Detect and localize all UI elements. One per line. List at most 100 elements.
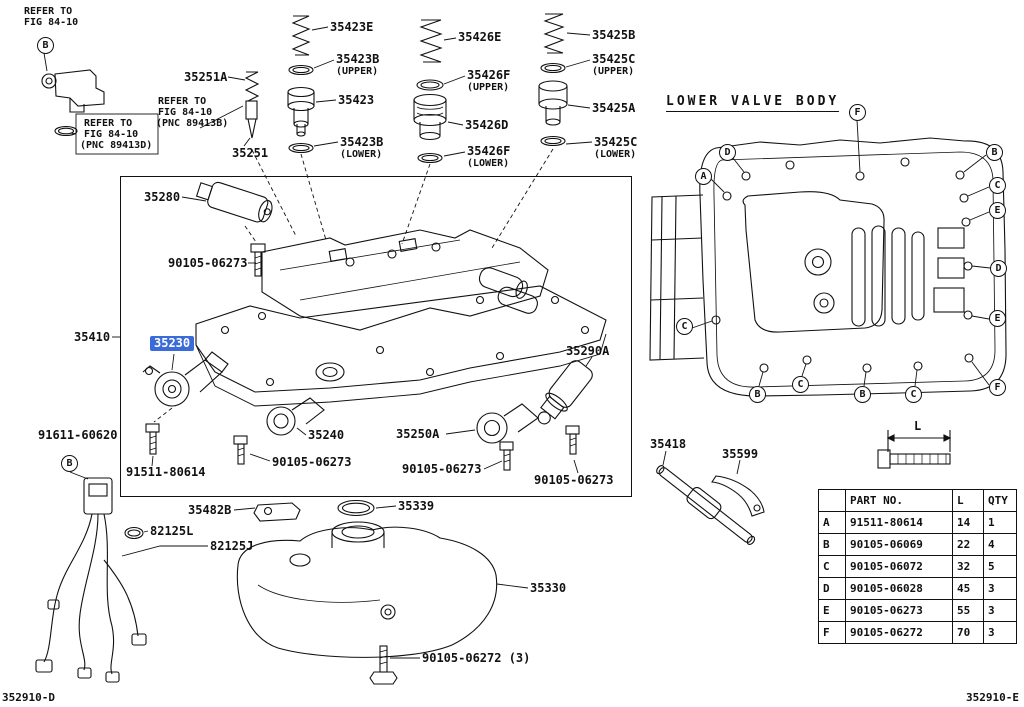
part-label-35251[interactable]: 35251 bbox=[232, 146, 269, 160]
part-label-90105-06272[interactable]: 90105-06272 (3) bbox=[422, 651, 531, 665]
valve-body-assembly-art bbox=[195, 229, 607, 407]
strainer-35330-art bbox=[236, 521, 498, 658]
part-label-91611-60620[interactable]: 91611-60620 bbox=[38, 428, 118, 442]
shaft-35418-art bbox=[656, 465, 756, 545]
table-row-e[interactable]: E 90105-06273 55 3 bbox=[818, 599, 1017, 622]
wire-harness-art bbox=[35, 477, 147, 683]
callout-c-3: C bbox=[792, 376, 809, 393]
callout-leaders bbox=[691, 119, 991, 387]
l-cell: 14 bbox=[952, 511, 984, 534]
callout-c-2: C bbox=[676, 318, 693, 335]
bracket-35599-art bbox=[711, 475, 765, 517]
table-row-d[interactable]: D 90105-06028 45 3 bbox=[818, 577, 1017, 600]
refer-note-3-line3: (PNC 89413D) bbox=[80, 140, 153, 151]
part-label-35426d[interactable]: 35426D bbox=[465, 118, 509, 132]
part-label-35426e[interactable]: 35426E bbox=[458, 30, 502, 44]
qty-cell: 4 bbox=[983, 533, 1017, 556]
bolt-art bbox=[369, 645, 398, 685]
qty-cell: 1 bbox=[983, 511, 1017, 534]
part-label-35280[interactable]: 35280 bbox=[144, 190, 181, 204]
bolt-art bbox=[145, 423, 160, 455]
spring-set-35423-art bbox=[287, 15, 315, 154]
part-label-35423b-lower[interactable]: 35423B bbox=[340, 135, 384, 149]
table-row-a[interactable]: A 91511-80614 14 1 bbox=[818, 511, 1017, 534]
part-label-35251a[interactable]: 35251A bbox=[184, 70, 228, 84]
part-sublabel-upper: (UPPER) bbox=[592, 66, 635, 77]
part-label-90105-06273-b[interactable]: 90105-06273 bbox=[272, 455, 352, 469]
leader-lines bbox=[43, 26, 741, 659]
part-label-35418[interactable]: 35418 bbox=[650, 437, 687, 451]
qty-cell: 3 bbox=[983, 577, 1017, 600]
bolt-art bbox=[250, 243, 266, 277]
ref-cell: D bbox=[818, 577, 846, 600]
spring-set-35426-art bbox=[413, 19, 447, 164]
ref-cell: E bbox=[818, 599, 846, 622]
assembly-box bbox=[120, 176, 632, 497]
part-label-35423e[interactable]: 35423E bbox=[330, 20, 374, 34]
part-label-35240[interactable]: 35240 bbox=[308, 428, 345, 442]
callout-c-4: C bbox=[905, 386, 922, 403]
ref-cell: B bbox=[818, 533, 846, 556]
part-label-35599[interactable]: 35599 bbox=[722, 447, 759, 461]
part-label-35426f-upper[interactable]: 35426F bbox=[467, 68, 511, 82]
part-label-82125l[interactable]: 82125L bbox=[150, 524, 194, 538]
table-row-b[interactable]: B 90105-06069 22 4 bbox=[818, 533, 1017, 556]
part-label-90105-06273-c[interactable]: 90105-06273 bbox=[402, 462, 482, 476]
part-label-35426f-lower[interactable]: 35426F bbox=[467, 144, 511, 158]
refer-note-2-line3: (PNC 89413B) bbox=[156, 118, 229, 129]
partno-cell: 90105-06272 bbox=[845, 621, 953, 644]
figure-code-right: 352910-E bbox=[966, 691, 1019, 704]
qty-cell: 3 bbox=[983, 621, 1017, 644]
table-header-l: L bbox=[952, 489, 984, 512]
l-cell: 32 bbox=[952, 555, 984, 578]
part-label-35290a[interactable]: 35290A bbox=[566, 344, 610, 358]
solenoid-35290a-art bbox=[537, 360, 593, 425]
refer-note-1-line2: FIG 84-10 bbox=[24, 17, 79, 28]
part-sublabel-lower: (LOWER) bbox=[467, 158, 510, 169]
part-label-35250a[interactable]: 35250A bbox=[396, 427, 440, 441]
table-row-c[interactable]: C 90105-06072 32 5 bbox=[818, 555, 1017, 578]
clamp-35482b-art bbox=[253, 502, 301, 522]
callout-e-1: E bbox=[989, 202, 1006, 219]
part-label-35425c-lower[interactable]: 35425C bbox=[594, 135, 638, 149]
table-header-ref bbox=[818, 489, 846, 512]
part-label-35423b-upper[interactable]: 35423B bbox=[336, 52, 380, 66]
partno-cell: 90105-06072 bbox=[845, 555, 953, 578]
table-header-row: PART NO. L QTY bbox=[818, 489, 1017, 512]
refer-note-1-line1: REFER TO bbox=[24, 6, 73, 17]
ref-cell: C bbox=[818, 555, 846, 578]
sensor-art bbox=[41, 69, 159, 155]
l-cell: 45 bbox=[952, 577, 984, 600]
part-label-35425b[interactable]: 35425B bbox=[592, 28, 636, 42]
solenoid-35230-art bbox=[142, 351, 229, 407]
part-label-35330[interactable]: 35330 bbox=[530, 581, 567, 595]
bolt-dimension-art bbox=[877, 430, 952, 469]
bolt-art bbox=[499, 441, 514, 471]
part-label-35339[interactable]: 35339 bbox=[398, 499, 435, 513]
table-header-qty: QTY bbox=[983, 489, 1017, 512]
callout-c-1: C bbox=[989, 177, 1006, 194]
part-label-35230-highlighted[interactable]: 35230 bbox=[150, 336, 195, 351]
partno-cell: 90105-06028 bbox=[845, 577, 953, 600]
part-label-35410[interactable]: 35410 bbox=[74, 330, 111, 344]
part-label-82125j[interactable]: 82125J bbox=[210, 539, 254, 553]
table-row-f[interactable]: F 90105-06272 70 3 bbox=[818, 621, 1017, 644]
pin-35251-art bbox=[244, 71, 260, 139]
part-label-35425c-upper[interactable]: 35425C bbox=[592, 52, 636, 66]
lower-valve-body-art bbox=[649, 137, 1007, 397]
callout-b-2: B bbox=[749, 386, 766, 403]
callout-f-2: F bbox=[989, 379, 1006, 396]
callout-b-top: B bbox=[37, 37, 54, 54]
callout-b-harness: B bbox=[61, 455, 78, 472]
part-label-35423[interactable]: 35423 bbox=[338, 93, 375, 107]
gasket-35339-art bbox=[337, 499, 375, 517]
part-label-90105-06273-d[interactable]: 90105-06273 bbox=[534, 473, 614, 487]
part-sublabel-upper: (UPPER) bbox=[336, 66, 379, 77]
parts-table: PART NO. L QTY A 91511-80614 14 1 B 9010… bbox=[818, 489, 1017, 644]
part-label-35482b[interactable]: 35482B bbox=[188, 503, 232, 517]
part-label-35425a[interactable]: 35425A bbox=[592, 101, 636, 115]
part-label-90105-06273-a[interactable]: 90105-06273 bbox=[168, 256, 248, 270]
part-label-91511-80614[interactable]: 91511-80614 bbox=[126, 465, 206, 479]
